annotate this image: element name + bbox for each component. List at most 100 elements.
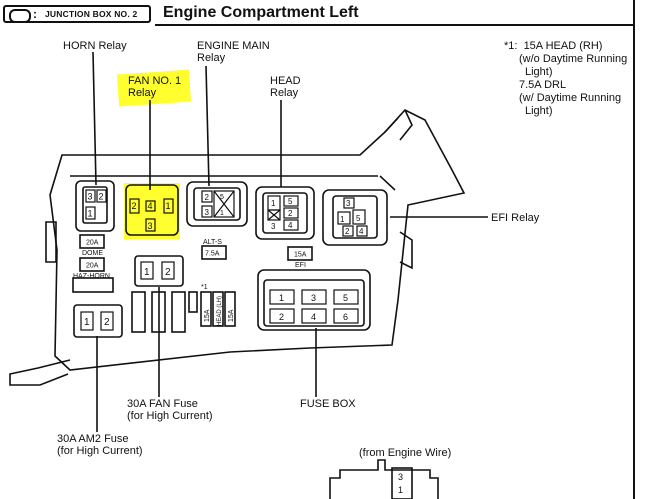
efi-fuse-amp: 15A [294,252,307,259]
spare-cell [188,291,198,313]
footnote-line2: (w/o Daytime Running [519,53,628,65]
fuse-box-cell-6: 6 [343,312,348,322]
fan-fuse-pin-1: 1 [144,267,150,278]
am2-fuse-pin-1: 1 [84,317,90,328]
head-relay-socket [255,186,315,240]
engine-main-relay-leader [205,65,210,187]
efi-fuse-name: EFI [295,262,306,269]
housing-side-tab [45,221,57,263]
vertical-fuse-1-amp: 15A [204,309,211,322]
efi-relay-socket [322,189,388,246]
horn-pin-3: 3 [88,192,93,202]
vertical-fuse-3-amp: 15A [228,309,235,322]
junction-box-housing [49,109,466,371]
haz-horn-fuse-amp: 20A [86,263,99,270]
page-title: Engine Compartment Left [163,4,359,21]
efi-pin-3: 3 [346,199,351,208]
am2-fuse-holder [73,304,123,338]
connector-pin-1: 1 [398,485,403,495]
am2-fuse-label-line2: (for High Current) [57,445,143,457]
footnote-line6: Light) [525,105,553,117]
engine-wire-connector [329,459,439,499]
section-badge: : JUNCTION BOX NO. 2 [3,5,151,23]
fuse-box-label: FUSE BOX [300,398,356,410]
main-pin-3: 3 [205,208,210,217]
engine-main-relay-label-line2: Relay [197,52,226,64]
dome-fuse-name: DOME [82,250,103,257]
fan-fuse-holder [134,255,184,287]
fan-pin-1: 1 [166,201,171,211]
efi-pin-2: 2 [345,227,350,236]
alts-fuse [201,245,227,260]
efi-pin-5: 5 [356,214,361,223]
efi-pin-1: 1 [340,215,345,224]
page-right-border [633,0,635,499]
main-pin-2: 2 [205,193,210,202]
horn-pin-1: 1 [88,209,93,219]
blank-slot-2 [151,291,166,333]
efi-relay-label: EFI Relay [491,212,540,224]
am2-fuse-pin-2: 2 [104,317,110,328]
fuse-box-cell-3: 3 [311,293,316,303]
engine-main-relay-socket [186,181,248,227]
fuse-box-cell-4: 4 [311,312,316,322]
head-relay-inner [262,192,308,234]
efi-relay-inner [332,195,378,239]
vertical-fuse-2-name: HEAD (LH) [217,296,223,326]
horn-relay-socket [75,180,115,232]
head-pin-2: 2 [288,209,293,218]
fuse-box-cell-2: 2 [279,312,284,322]
fan-fuse-label-line2: (for High Current) [127,410,213,422]
engine-wire-label: (from Engine Wire) [359,447,452,459]
main-pin-5: 5 [220,194,224,201]
horn-pin-2: 2 [99,192,104,202]
fan-relay-label-line1: FAN NO. 1 [128,75,182,87]
fan-fuse-pin-2: 2 [165,267,171,278]
haz-horn-fuse [79,257,105,272]
connector-slot [391,467,413,499]
fan-relay-socket [125,184,179,236]
fan-relay-label-line2: Relay [128,87,157,99]
main-pin-1: 1 [220,210,224,217]
fuse-box-cell-5: 5 [343,293,348,303]
title-underline [155,24,633,26]
connector-pin-3: 3 [398,472,403,482]
housing-top-bracket [384,109,413,141]
vertical-fuse-1 [200,291,212,327]
head-relay-label-line1: HEAD [270,75,301,87]
housing-bracket-left [9,359,71,386]
fuse-box-inner [263,279,365,327]
horn-relay-label: HORN Relay [63,40,127,52]
section-label: JUNCTION BOX NO. 2 [45,9,138,19]
dome-fuse [79,234,105,249]
footnote-line5: (w/ Daytime Running [519,92,622,104]
fan-pin-2: 2 [132,201,137,211]
head-pin-4: 4 [288,221,293,230]
head-pin-1: 1 [271,199,276,208]
head-pin-5: 5 [288,197,293,206]
engine-main-relay-label-line1: ENGINE MAIN [197,40,270,52]
fan-fuse-label-line1: 30A FAN Fuse [127,398,198,410]
dome-fuse-amp: 20A [86,240,99,247]
blank-fuse-slot [72,277,114,293]
head-pin-3: 3 [271,222,276,231]
fan-pin-4: 4 [148,201,153,211]
housing-right-rib [399,231,413,270]
head-relay-label-line2: Relay [270,87,299,99]
fuse-box-outer [257,269,371,331]
haz-horn-fuse-name: HAZ-HORN [73,273,110,280]
engine-main-relay-inner [193,187,241,221]
blank-slot-1 [131,291,146,333]
footnote-line3: Light) [525,66,553,78]
vertical-fuse-2 [212,291,224,327]
efi-pin-4: 4 [359,227,364,236]
badge-colon: : [33,7,37,21]
vertical-fuse-3 [224,291,236,327]
fan-pin-3: 3 [148,221,153,231]
am2-fuse-label-line1: 30A AM2 Fuse [57,433,129,445]
blank-slot-3 [171,291,186,333]
vertical-fuse-1-mark: *1 [201,284,208,291]
inner-wall [70,175,396,191]
footnote-line1: *1: 15A HEAD (RH) [504,40,603,52]
